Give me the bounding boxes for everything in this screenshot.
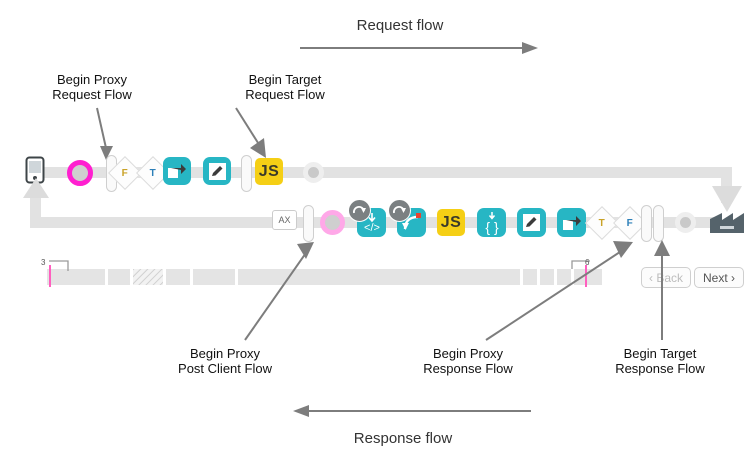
target-server-icon [710, 209, 744, 233]
timeline-track[interactable] [47, 269, 602, 285]
timeline-divider [520, 269, 523, 285]
timeline-marker-right-leader [571, 260, 590, 269]
svg-text:</>: </> [364, 222, 380, 234]
timeline-marker-left-label: 3 [41, 258, 46, 267]
javascript-policy-node[interactable]: JS [255, 158, 283, 185]
flow-step-pill[interactable] [303, 205, 314, 242]
pencil-icon [523, 214, 540, 231]
pencil-icon [208, 162, 226, 180]
route-policy-node[interactable] [163, 157, 191, 185]
svg-text:{ }: { } [485, 219, 499, 235]
timeline-hatched-segment[interactable] [133, 269, 163, 285]
timeline-divider [163, 269, 166, 285]
flow-start-marker-post-client[interactable] [320, 210, 345, 235]
assign-message-policy-node[interactable] [203, 157, 231, 185]
code-icon: </> [364, 212, 380, 234]
callout-arrow-4 [485, 241, 633, 341]
timeline-divider [235, 269, 238, 285]
condition-label: T [598, 217, 606, 229]
assign-message-policy-node[interactable] [517, 208, 546, 237]
callout-line-1: Begin Proxy [189, 346, 261, 361]
callout-begin-proxy-response-flow: Begin Proxy Response Flow [398, 346, 538, 376]
next-button[interactable]: Next › [694, 267, 744, 288]
request-flow-title: Request flow [356, 17, 444, 34]
loop-badge-icon [348, 199, 371, 222]
timeline-marker-left[interactable] [49, 265, 51, 287]
callout-line-2: Request Flow [52, 87, 132, 102]
request-flow-arrow [300, 42, 538, 54]
raise-fault-policy-node[interactable] [388, 199, 426, 237]
callout-line-2: Response Flow [423, 361, 513, 376]
timeline-divider [190, 269, 193, 285]
request-flow-track-elbow [721, 167, 732, 203]
timeline-divider [554, 269, 557, 285]
condition-label: F [626, 217, 634, 229]
response-flow-up-arrow [23, 178, 49, 198]
response-flow-title: Response flow [353, 430, 453, 447]
analytics-node[interactable]: AX [272, 210, 297, 230]
response-flow-arrow [293, 405, 531, 417]
route-icon [562, 215, 581, 230]
flow-step-pill[interactable] [641, 205, 652, 242]
return-arrow-icon [401, 212, 421, 230]
timeline-marker-right-label: 6 [585, 258, 590, 267]
callout-line-2: Response Flow [615, 361, 705, 376]
timeline-divider [571, 269, 574, 285]
callout-arrow-5 [654, 240, 670, 340]
timeline-divider [130, 269, 133, 285]
condition-label: T [149, 167, 157, 179]
client-device-icon [25, 156, 45, 184]
request-flow-down-arrow [712, 186, 742, 212]
route-icon [168, 164, 186, 178]
callout-line-2: Request Flow [245, 87, 325, 102]
back-button[interactable]: ‹ Back [641, 267, 691, 288]
flow-step-pill[interactable] [653, 205, 664, 242]
flow-end-marker[interactable] [303, 162, 324, 183]
callout-line-1: Begin Proxy [432, 346, 504, 361]
callout-line-2: Post Client Flow [178, 361, 272, 376]
callout-line-1: Begin Target [623, 346, 697, 361]
request-flow-track [42, 167, 732, 178]
javascript-policy-node[interactable]: JS [437, 209, 465, 236]
callout-line-1: Begin Proxy [56, 72, 128, 87]
condition-label: F [121, 167, 129, 179]
timeline-divider [105, 269, 108, 285]
timeline-marker-left-leader [49, 260, 69, 271]
callout-begin-target-response-flow: Begin Target Response Flow [590, 346, 730, 376]
braces-icon: { } [485, 211, 499, 235]
timeline-divider [537, 269, 540, 285]
callout-arrow-1 [96, 107, 113, 160]
callout-arrow-3 [244, 242, 314, 341]
callout-arrow-2 [235, 107, 266, 158]
route-policy-node[interactable] [557, 208, 586, 237]
loop-badge-icon [388, 199, 411, 222]
timeline-marker-right[interactable] [585, 265, 587, 287]
callout-begin-proxy-post-client-flow: Begin Proxy Post Client Flow [155, 346, 295, 376]
json-policy-node[interactable]: { } [477, 208, 506, 237]
flow-end-marker[interactable] [675, 212, 696, 233]
flow-start-marker-proxy-request[interactable] [67, 160, 93, 186]
callout-begin-proxy-request-flow: Begin Proxy Request Flow [22, 72, 162, 102]
callout-begin-target-request-flow: Begin Target Request Flow [215, 72, 355, 102]
flow-step-pill[interactable] [241, 155, 252, 192]
extract-variables-policy-node[interactable]: </> [348, 199, 386, 237]
callout-line-1: Begin Target [248, 72, 322, 87]
response-flow-track-elbow [30, 195, 41, 219]
